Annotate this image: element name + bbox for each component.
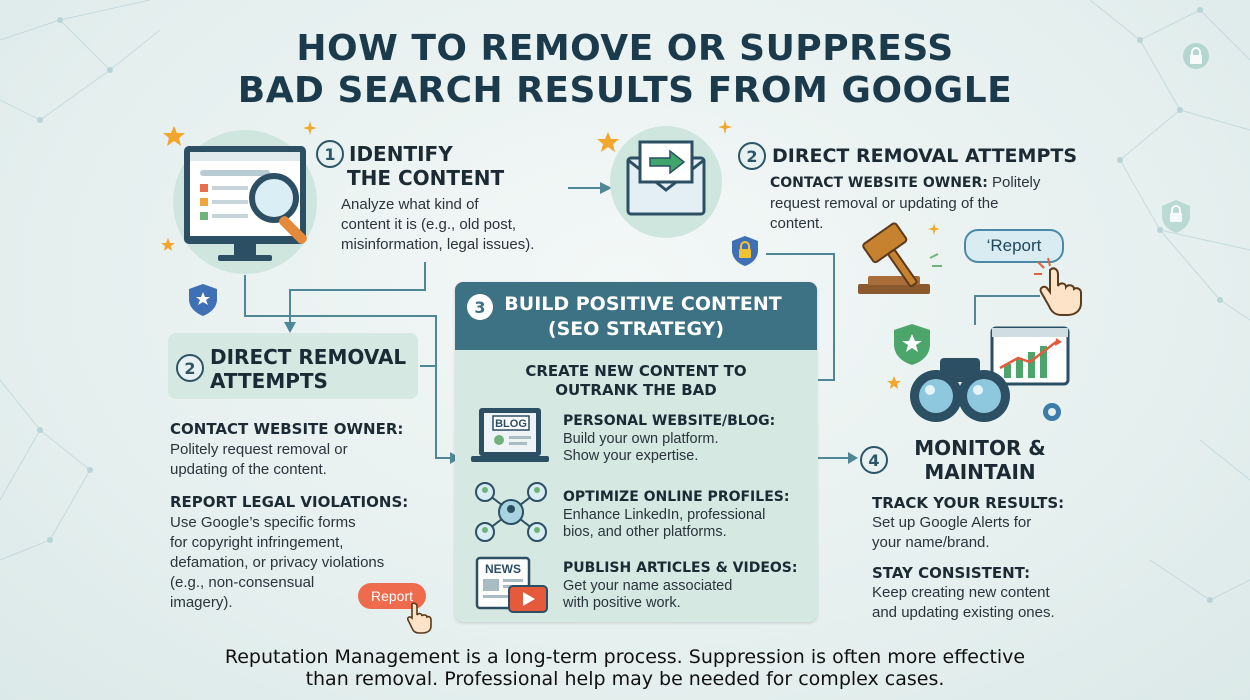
step1-heading-line1: IDENTIFY bbox=[349, 142, 453, 166]
step2-top-text-1: request removal or updating of the bbox=[770, 195, 999, 212]
step4-heading-line2: MAINTAIN bbox=[924, 460, 1036, 484]
step3-sub-line1: CREATE NEW CONTENT TO bbox=[525, 362, 747, 380]
sparkle-icon bbox=[718, 120, 732, 134]
step2-left-heading-line2: ATTEMPTS bbox=[210, 369, 328, 393]
step1-text-3: misinformation, legal issues). bbox=[341, 236, 535, 253]
step4-track-label: TRACK YOUR RESULTS: bbox=[872, 494, 1065, 512]
step1-heading-line2: THE CONTENT bbox=[347, 166, 505, 190]
step2-top-label: CONTACT WEBSITE OWNER: bbox=[770, 175, 988, 191]
step3-item1-text-2: Show your expertise. bbox=[563, 448, 699, 464]
step2-left-heading-line1: DIRECT REMOVAL bbox=[210, 345, 407, 369]
footer-line1: Reputation Management is a long-term pro… bbox=[224, 646, 1026, 668]
step2-left-contact-label: CONTACT WEBSITE OWNER: bbox=[170, 420, 404, 438]
page-title-line1: HOW TO REMOVE OR SUPPRESS bbox=[296, 28, 954, 69]
step4-stay-text-2: and updating existing ones. bbox=[872, 604, 1055, 621]
lock-badge-icon bbox=[1183, 43, 1209, 69]
step4-stay-text-1: Keep creating new content bbox=[872, 584, 1050, 601]
step3-item3-text-2: with positive work. bbox=[563, 595, 681, 611]
step3-heading-line2: (SEO STRATEGY) bbox=[547, 318, 725, 340]
step2-left-report-text-4: (e.g., non-consensual bbox=[170, 574, 315, 591]
star-icon bbox=[163, 126, 185, 146]
step3-sub-line2: OUTRANK THE BAD bbox=[555, 381, 717, 399]
footer-line2: than removal. Professional help may be n… bbox=[305, 668, 945, 690]
step3-item1-text-1: Build your own platform. bbox=[563, 431, 719, 447]
blog-icon-label: BLOG bbox=[495, 418, 527, 430]
step1-text-1: Analyze what kind of bbox=[341, 196, 479, 213]
gavel-icon bbox=[858, 222, 942, 294]
report-button-top[interactable]: ‘Report bbox=[964, 229, 1064, 263]
step1-number: 1 bbox=[316, 140, 344, 168]
step3-item3-label: PUBLISH ARTICLES & VIDEOS: bbox=[563, 560, 798, 576]
step1-text-2: content it is (e.g., old post, bbox=[341, 216, 517, 233]
profile-network-icon bbox=[475, 482, 547, 542]
step3-item1-label: PERSONAL WEBSITE/BLOG: bbox=[563, 413, 776, 429]
sparkle-icon bbox=[303, 121, 317, 135]
step3-panel: 3 BUILD POSITIVE CONTENT (SEO STRATEGY) … bbox=[455, 282, 817, 622]
step4-track-text-2: your name/brand. bbox=[872, 534, 990, 551]
step3-item3-text-1: Get your name associated bbox=[563, 578, 733, 594]
shield-lock-icon bbox=[1162, 200, 1190, 233]
news-icon-label: NEWS bbox=[485, 562, 521, 576]
news-video-icon: NEWS bbox=[475, 556, 548, 613]
step4-heading-line1: MONITOR & bbox=[914, 436, 1046, 460]
step4-stay-label: STAY CONSISTENT: bbox=[872, 564, 1031, 582]
step3-number: 3 bbox=[467, 294, 493, 320]
step4-track-text-1: Set up Google Alerts for bbox=[872, 514, 1032, 531]
step2-left-contact-text-1: Politely request removal or bbox=[170, 441, 348, 458]
step2-left-report-label: REPORT LEGAL VIOLATIONS: bbox=[170, 493, 409, 511]
step2-left-report-text-2: for copyright infringement, bbox=[170, 534, 344, 551]
step2-top-number: 2 bbox=[738, 142, 766, 170]
step2-left-header-box bbox=[168, 333, 418, 399]
star-icon bbox=[161, 238, 175, 251]
step3-panel-header bbox=[455, 282, 817, 350]
star-icon bbox=[887, 376, 901, 389]
step2-top-heading: DIRECT REMOVAL ATTEMPTS bbox=[772, 145, 1078, 167]
binoculars-chart-illustration bbox=[887, 324, 1070, 422]
pointing-hand-icon bbox=[1034, 257, 1082, 316]
step3-item2-text-2: bios, and other platforms. bbox=[563, 524, 727, 540]
step3-item2-text-1: Enhance LinkedIn, professional bbox=[563, 507, 766, 523]
step2-top-text-2: content. bbox=[770, 215, 824, 232]
star-icon bbox=[597, 132, 619, 152]
step2-top-text-inline: Politely bbox=[992, 174, 1041, 191]
step3-item2-label: OPTIMIZE ONLINE PROFILES: bbox=[563, 489, 790, 505]
step2-left-number: 2 bbox=[176, 354, 204, 382]
step2-left-contact-text-2: updating of the content. bbox=[170, 461, 327, 478]
email-illustration bbox=[597, 126, 722, 238]
shield-lock-icon bbox=[732, 236, 758, 266]
pointing-hand-icon bbox=[407, 602, 432, 634]
step4-number: 4 bbox=[860, 446, 888, 474]
step3-heading-line1: BUILD POSITIVE CONTENT bbox=[504, 293, 782, 315]
blog-laptop-icon: BLOG bbox=[471, 408, 549, 462]
shield-star-icon bbox=[189, 284, 217, 316]
computer-search-illustration bbox=[161, 126, 317, 274]
step2-left-report-text-1: Use Google’s specific forms bbox=[170, 514, 356, 531]
step2-left-report-text-5: imagery). bbox=[170, 594, 233, 611]
step2-left-report-text-3: defamation, or privacy violations bbox=[170, 554, 385, 571]
sparkle-icon bbox=[928, 223, 940, 235]
page-title-line2: BAD SEARCH RESULTS FROM GOOGLE bbox=[237, 70, 1013, 111]
